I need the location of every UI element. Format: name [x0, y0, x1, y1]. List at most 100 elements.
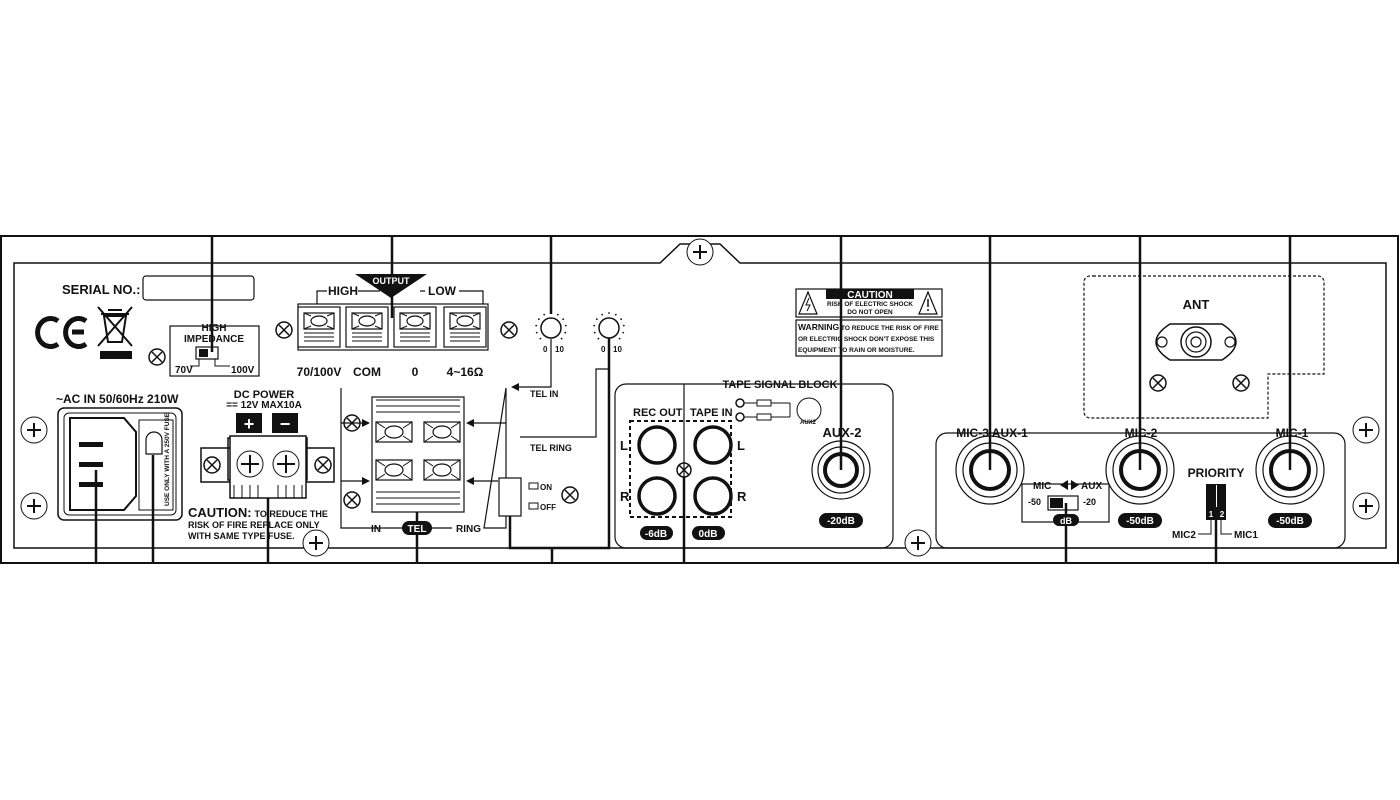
mic-aux-aux: AUX	[1081, 481, 1102, 492]
aux2-small-label: AUX2	[800, 420, 817, 426]
screw-icon	[20, 492, 48, 520]
tel-on-off-switch[interactable]	[498, 477, 522, 517]
aux2-jack[interactable]: AUX-2 -20dB	[811, 425, 871, 528]
serial-section: SERIAL NO.:	[35, 275, 255, 359]
mic-aux-mic: MIC	[1033, 481, 1051, 492]
priority-mic1: MIC1	[1234, 530, 1258, 541]
antenna-section: ANT	[1083, 275, 1325, 419]
terminal-label: 70/100V	[297, 365, 342, 379]
priority-dip-switch[interactable]: PRIORITY 1 2 MIC2 MIC1	[1172, 466, 1258, 541]
tel-terminal-fins	[376, 399, 460, 505]
speaker-terminal-icon[interactable]	[345, 306, 389, 348]
output-low-label: LOW	[428, 284, 457, 298]
lightning-warning-icon	[798, 290, 818, 315]
screw-icon	[302, 529, 330, 557]
speaker-terminal-icon[interactable]	[443, 306, 487, 348]
mic-aux-switch[interactable]: MIC AUX -50 -20 dB	[1021, 480, 1110, 526]
ant-label: ANT	[1183, 297, 1210, 312]
x-screw-icon	[203, 456, 221, 474]
output-arrow	[355, 274, 427, 298]
tape-in-label: TAPE IN	[690, 407, 733, 419]
terminal-label: COM	[353, 365, 381, 379]
speaker-terminal-icon[interactable]	[297, 306, 341, 348]
tel-terminal-icon[interactable]	[423, 459, 461, 481]
rca-jack-icon[interactable]	[637, 476, 677, 516]
aux2-label: AUX-2	[822, 425, 861, 440]
priority-mic2: MIC2	[1172, 530, 1196, 541]
dc-terminal-icon	[272, 450, 300, 478]
mounting-screws	[20, 238, 1380, 557]
dc-minus: −	[280, 414, 291, 434]
tel-in-knob[interactable]	[540, 317, 562, 339]
impedance-switch[interactable]: HIGH IMPEDANCE 70V 100V	[169, 323, 260, 377]
rec-out-db: -6dB	[645, 529, 667, 540]
mic2-jack[interactable]	[1105, 435, 1175, 505]
x-screw-icon	[148, 348, 166, 366]
impedance-title: HIGH	[202, 323, 227, 334]
channel-r: R	[620, 489, 630, 504]
tape-title: TAPE SIGNAL BLOCK	[722, 379, 837, 391]
tel-ring-terminal-label: RING	[456, 524, 481, 535]
x-screw-icon	[343, 491, 361, 509]
mic3-aux1-jack[interactable]	[955, 435, 1025, 505]
serial-label: SERIAL NO.:	[62, 282, 141, 297]
tel-terminal-block: IN TEL RING ON OFF	[340, 387, 556, 535]
ce-mark-icon	[35, 316, 88, 349]
rca-jack-icon[interactable]	[637, 425, 677, 465]
antenna-connector-icon[interactable]	[1180, 326, 1212, 358]
mic1-jack[interactable]	[1255, 435, 1325, 505]
priority-2: 2	[1220, 510, 1225, 519]
x-screw-icon	[1232, 374, 1250, 392]
output-title: OUTPUT	[373, 276, 411, 286]
weee-bin-icon	[97, 306, 133, 359]
dc-plus: +	[244, 414, 255, 434]
knob-max: 10	[555, 345, 564, 354]
fuse-caution: CAUTION:TO REDUCE THE RISK OF FIRE REPLA…	[188, 505, 328, 541]
mic3-aux1-label: MIC-3 AUX-1	[956, 426, 1028, 440]
screw-icon	[1352, 416, 1380, 444]
serial-field	[142, 275, 255, 301]
channel-r: R	[737, 489, 747, 504]
rca-jack-icon[interactable]	[693, 476, 733, 516]
caution-line: RISK OF ELECTRIC SHOCK	[827, 301, 913, 308]
warning-line: EQUIPMENT TO RAIN OR MOISTURE.	[798, 347, 915, 354]
caution-warning-box: CAUTION RISK OF ELECTRIC SHOCK DO NOT OP…	[795, 288, 943, 357]
x-screw-icon	[275, 321, 293, 339]
speaker-terminal-icon[interactable]	[393, 306, 437, 348]
tel-in-terminal-label: IN	[371, 524, 381, 535]
aux2-db: -20dB	[827, 516, 855, 527]
priority-1: 1	[1209, 510, 1214, 519]
mic-section: MIC-3 AUX-1 MIC-2 MIC-1 MIC AUX -50 -20	[935, 426, 1346, 549]
dc-title: DC POWER	[234, 389, 295, 401]
priority-label: PRIORITY	[1188, 466, 1245, 480]
caution-title: CAUTION	[847, 290, 893, 301]
tel-terminal-icon[interactable]	[375, 459, 413, 481]
ac-label: ~AC IN 50/60Hz 210W	[56, 392, 179, 406]
output-terminals: HIGH LOW OUTPUT 70/100V COM 0 4~16Ω	[297, 274, 489, 379]
fuse-caution-title: CAUTION:TO REDUCE THE	[188, 505, 328, 520]
tape-signal-block: TAPE SIGNAL BLOCK REC OUT TAPE IN L R L …	[614, 379, 894, 549]
tape-block-schematic-icon: AUX2	[735, 397, 822, 426]
warning-line: TO REDUCE THE RISK OF FIRE	[841, 325, 939, 332]
tel-terminal-icon[interactable]	[423, 421, 461, 443]
fuse-caution-line: WITH SAME TYPE FUSE.	[188, 531, 295, 541]
knob-min: 0	[601, 345, 606, 354]
exclamation-warning-icon	[918, 290, 938, 315]
output-high-label: HIGH	[328, 284, 358, 298]
mic2-db: -50dB	[1126, 516, 1154, 527]
tel-terminal-icon[interactable]	[375, 421, 413, 443]
dc-terminal-icon	[236, 450, 264, 478]
tel-ring-knob[interactable]	[598, 317, 620, 339]
mic-aux-db: dB	[1060, 516, 1072, 526]
impedance-100v: 100V	[231, 365, 255, 376]
screw-icon	[1352, 492, 1380, 520]
chassis	[0, 235, 1399, 564]
knob-min: 0	[543, 345, 548, 354]
mic-aux-minus20: -20	[1083, 497, 1096, 507]
tel-on-label: ON	[540, 483, 552, 492]
tel-in-label: TEL IN	[530, 389, 558, 399]
tel-badge: TEL	[408, 524, 427, 535]
rca-jack-icon[interactable]	[693, 425, 733, 465]
tel-knobs[interactable]: 0 10 0 10 TEL IN TEL RING	[511, 312, 625, 453]
